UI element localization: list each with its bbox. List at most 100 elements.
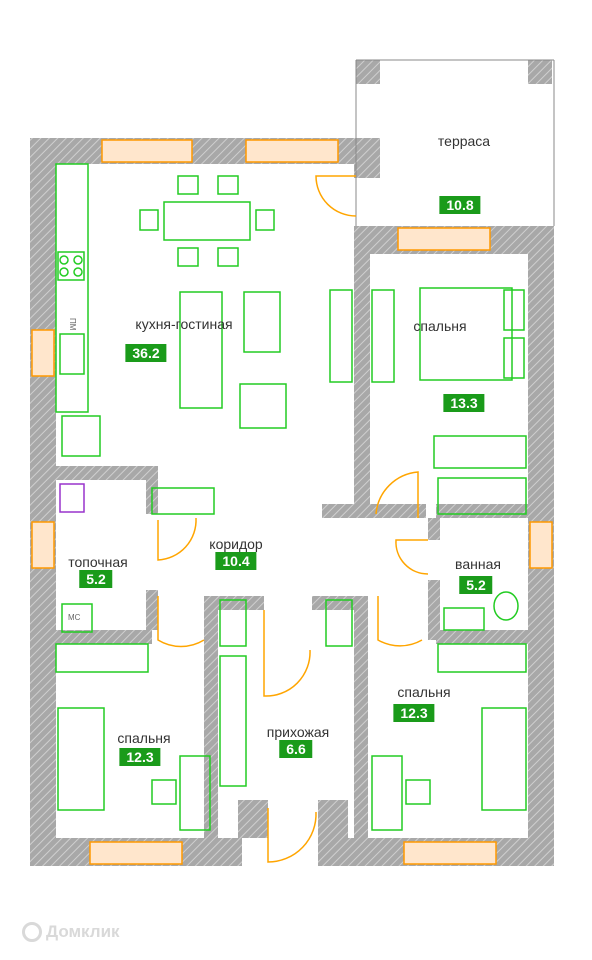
wall-bath-left-2 <box>428 580 440 640</box>
wardrobe-corridor <box>325 599 353 647</box>
terrace-post-left <box>356 60 380 84</box>
washer <box>61 603 93 633</box>
wardrobe-sw <box>55 643 149 673</box>
room-label-bedroom-sw: спальня <box>117 730 171 746</box>
tv-stand-2 <box>371 289 395 383</box>
door-boiler <box>157 517 197 561</box>
wardrobe-hall-1 <box>219 599 247 647</box>
door-hall <box>263 610 311 697</box>
boiler-fixtures <box>55 483 149 673</box>
room-label-corridor: коридор <box>209 536 263 552</box>
doors <box>157 175 429 863</box>
dining-table <box>163 201 251 241</box>
area-badge-bedroom-ne: 13.3 <box>443 394 485 412</box>
interior-walls <box>56 226 528 848</box>
bedroom-se-furniture <box>371 707 527 831</box>
area-badge-boiler-room: 5.2 <box>79 570 113 588</box>
wardrobe-ne <box>433 435 527 469</box>
door-bedroom-ne <box>375 471 419 518</box>
window-kitchen-2 <box>245 139 339 163</box>
door-se <box>377 596 423 647</box>
sink-icon <box>59 333 85 375</box>
window-bedroom-ne <box>397 227 491 251</box>
window-east-bath <box>529 521 553 569</box>
bathtub <box>437 477 527 515</box>
wardrobe-hall-2 <box>219 655 247 787</box>
watermark: Домклик <box>22 922 120 942</box>
hall-wardrobes <box>219 599 353 787</box>
kitchen-furniture <box>55 163 395 515</box>
wall-west <box>30 138 56 866</box>
toilet <box>493 591 519 621</box>
boiler-icon <box>59 483 85 513</box>
desk-se <box>371 755 403 831</box>
room-label-bedroom-se: спальня <box>397 684 451 700</box>
wall-corner-terrace <box>354 138 380 178</box>
watermark-logo-icon <box>22 922 42 942</box>
window-west-boiler <box>31 521 55 569</box>
wall-entry-left <box>238 800 268 838</box>
wall-bath-bottom <box>436 630 528 644</box>
bed-se <box>481 707 527 811</box>
area-badge-bedroom-se: 12.3 <box>393 704 435 722</box>
coffee-table <box>243 291 281 353</box>
room-label-kitchen-living: кухня-гостиная <box>135 316 233 332</box>
terrace <box>355 59 555 226</box>
bath-fixtures <box>437 591 527 673</box>
door-entry <box>267 808 317 863</box>
washer-label: МС <box>68 613 81 622</box>
wall-bedroom-bath <box>370 504 426 518</box>
door-bath <box>395 539 429 575</box>
desk-sw <box>179 755 211 831</box>
kitchen-counter <box>55 163 89 413</box>
bed-sw <box>57 707 105 811</box>
wall-entry-right <box>318 800 348 838</box>
room-label-boiler-room: топочная <box>68 554 128 570</box>
armchair <box>239 383 287 429</box>
bath-sink <box>443 607 485 631</box>
wall-hall-top-left <box>204 596 264 610</box>
wall-hall-left <box>204 596 218 848</box>
boiler-shelf <box>151 487 215 515</box>
wall-hall-right <box>354 596 368 848</box>
area-badge-bedroom-sw: 12.3 <box>119 748 161 766</box>
area-badge-kitchen-living: 36.2 <box>125 344 167 362</box>
door-terrace <box>315 175 357 217</box>
room-label-bathroom: ванная <box>455 556 501 572</box>
fridge-icon <box>61 415 101 457</box>
window-se <box>403 841 497 865</box>
wall-boiler-bottom <box>56 630 152 644</box>
tv-stand <box>329 289 353 383</box>
wall-corridor-top-mid <box>322 504 370 518</box>
room-label-terrace: терраса <box>437 133 491 149</box>
area-badge-hallway: 6.6 <box>279 740 313 758</box>
terrace-post-right <box>528 60 552 84</box>
wall-bath-left <box>428 518 440 540</box>
window-kitchen-1 <box>101 139 193 163</box>
chair-sw <box>151 779 177 805</box>
area-badge-terrace: 10.8 <box>439 196 481 214</box>
double-bed <box>419 287 513 381</box>
area-badge-corridor: 10.4 <box>215 552 257 570</box>
bedroom-ne-furniture <box>419 287 527 515</box>
wall-boiler-top <box>56 466 152 480</box>
window-west-kitchen <box>31 329 55 377</box>
chair-se <box>405 779 431 805</box>
stove-icon <box>57 251 85 281</box>
door-sw <box>157 596 205 648</box>
wall-hall-top-right <box>312 596 368 610</box>
sofa <box>179 291 223 409</box>
room-label-bedroom-ne: спальня <box>413 318 467 334</box>
wall-kitchen-bedroom <box>354 226 370 504</box>
bedroom-sw-furniture <box>57 707 211 831</box>
area-badge-bathroom: 5.2 <box>459 576 493 594</box>
wall-boiler-right-2 <box>146 590 158 630</box>
room-label-hallway: прихожая <box>266 724 330 740</box>
watermark-text: Домклик <box>46 922 120 941</box>
wardrobe-bath <box>437 643 527 673</box>
windows <box>31 139 553 865</box>
wall-bedroom-bath-2 <box>436 504 528 518</box>
window-sw <box>89 841 183 865</box>
dishwasher-label: ПМ <box>68 318 77 331</box>
